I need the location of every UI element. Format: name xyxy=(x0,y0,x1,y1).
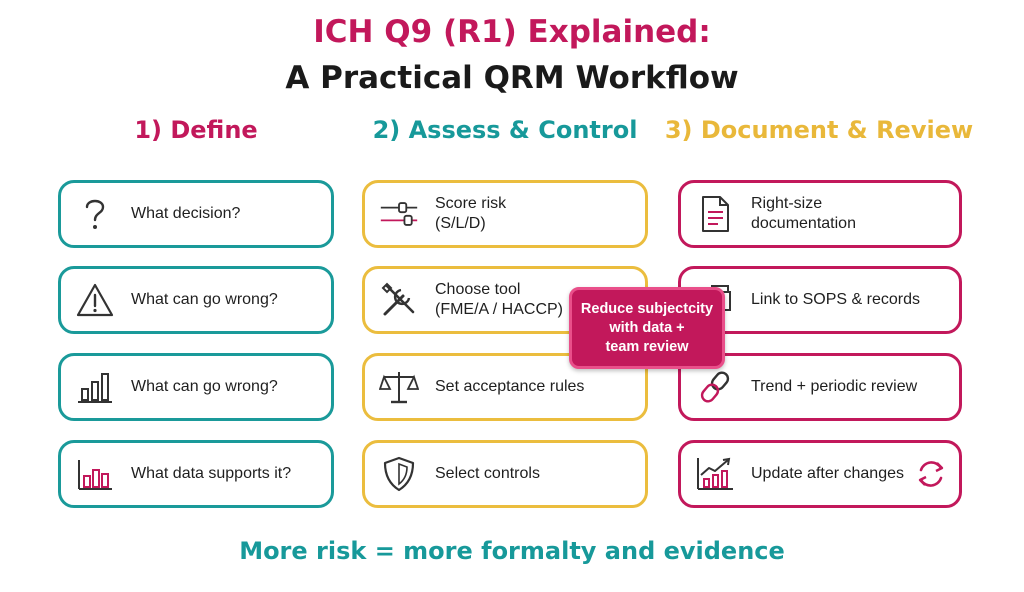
document-icon xyxy=(695,194,735,234)
link-icon xyxy=(695,367,735,407)
assess-card-select-controls: Select controls xyxy=(362,440,648,508)
bar-chart-icon xyxy=(75,367,115,407)
footer-statement: More risk = more formalty and evidence xyxy=(239,537,785,565)
tools-icon xyxy=(379,280,419,320)
define-card-what-can-go-wrong-2: What can go wrong? xyxy=(58,353,334,421)
card-label: Choose tool (FME/A / HACCP) xyxy=(435,281,564,318)
card-label: Select controls xyxy=(435,465,540,482)
column-heading-document-review: 3) Document & Review xyxy=(664,116,974,144)
card-label: Link to SOPS & records xyxy=(751,291,920,308)
review-card-link-sops: Link to SOPS & records xyxy=(678,266,962,334)
question-icon xyxy=(75,194,115,234)
card-label: Right-size documentation xyxy=(751,195,856,232)
assess-card-score-risk: Score risk (S/L/D) xyxy=(362,180,648,248)
review-card-documentation: Right-size documentation xyxy=(678,180,962,248)
card-label: What decision? xyxy=(131,205,241,222)
card-label: Score risk (S/L/D) xyxy=(435,195,507,232)
title-line-2: A Practical QRM Workflow xyxy=(285,60,739,96)
title-line-1: ICH Q9 (R1) Explained: xyxy=(313,14,711,50)
scale-icon xyxy=(379,367,419,407)
warning-icon xyxy=(75,280,115,320)
card-label: Update after changes xyxy=(751,465,904,482)
define-card-data-supports: What data supports it? xyxy=(58,440,334,508)
card-label: Set acceptance rules xyxy=(435,378,585,395)
refresh-cycle-icon xyxy=(913,456,949,492)
review-card-update-changes: Update after changes xyxy=(678,440,962,508)
trend-chart-icon xyxy=(695,454,735,494)
column-heading-assess-control: 2) Assess & Control xyxy=(372,116,638,144)
callout-badge: Reduce subjectcity with data + team revi… xyxy=(569,287,725,369)
sliders-icon xyxy=(379,194,419,234)
column-heading-define: 1) Define xyxy=(134,116,258,144)
card-label: What can go wrong? xyxy=(131,291,278,308)
card-label: What can go wrong? xyxy=(131,378,278,395)
review-card-trend-review: Trend + periodic review xyxy=(678,353,962,421)
card-label: What data supports it? xyxy=(131,465,292,482)
define-card-what-can-go-wrong: What can go wrong? xyxy=(58,266,334,334)
bar-chart-icon xyxy=(75,454,115,494)
card-label: Trend + periodic review xyxy=(751,378,918,395)
define-card-decision: What decision? xyxy=(58,180,334,248)
shield-icon xyxy=(379,454,419,494)
